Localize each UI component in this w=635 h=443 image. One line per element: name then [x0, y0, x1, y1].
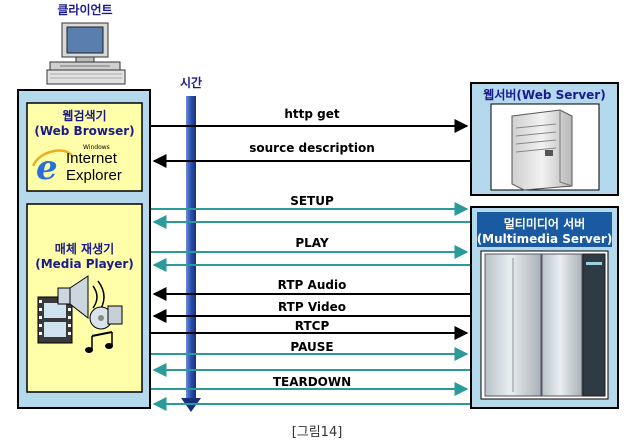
media-server-cabinet-icon — [484, 253, 606, 397]
message-label-setup: SETUP — [290, 194, 334, 208]
player-title-en: (Media Player) — [35, 257, 134, 271]
internet-explorer-logo: e Windows Internet Explorer — [31, 144, 122, 188]
media-server-title-en: (Multimedia Server) — [477, 232, 613, 246]
message-arrows: http get source description SETUP PLAY R… — [151, 107, 470, 411]
browser-title-en: (Web Browser) — [34, 124, 134, 138]
media-player-panel: 매체 재생기 (Media Player) — [26, 203, 143, 393]
ie-line2: Explorer — [66, 167, 122, 184]
computer-icon — [46, 22, 126, 85]
message-label-teardown: TEARDOWN — [273, 375, 351, 389]
time-label: 시간 — [180, 75, 202, 90]
client-label: 클라이언트 — [57, 2, 112, 17]
figure-caption: [그림14] — [292, 425, 343, 440]
ie-e-glyph: e — [36, 148, 58, 188]
media-server-title-ko: 멀티미디어 서버 — [504, 216, 585, 231]
message-label-pause: PAUSE — [290, 340, 333, 354]
server-tower-icon — [511, 109, 573, 191]
message-label-source-description: source description — [249, 141, 375, 155]
message-label-http-get: http get — [284, 107, 340, 121]
message-label-play: PLAY — [295, 236, 329, 250]
web-server-title: 웹서버(Web Server) — [483, 87, 605, 102]
browser-title-ko: 웹검색기 — [62, 108, 106, 123]
media-player-clipart-icon — [37, 275, 123, 353]
ie-line1: Internet — [66, 150, 118, 167]
message-label-rtcp: RTCP — [295, 319, 330, 333]
ie-windows: Windows — [83, 144, 110, 151]
player-title-ko: 매체 재생기 — [55, 241, 114, 256]
message-label-rtp-audio: RTP Audio — [278, 278, 347, 292]
multimedia-server-box: 멀티미디어 서버 (Multimedia Server) — [470, 206, 619, 409]
web-server-box: 웹서버(Web Server) — [470, 82, 619, 196]
web-browser-panel: 웹검색기 (Web Browser) e Windows Internet Ex… — [26, 102, 143, 192]
message-label-rtp-video: RTP Video — [278, 300, 346, 314]
